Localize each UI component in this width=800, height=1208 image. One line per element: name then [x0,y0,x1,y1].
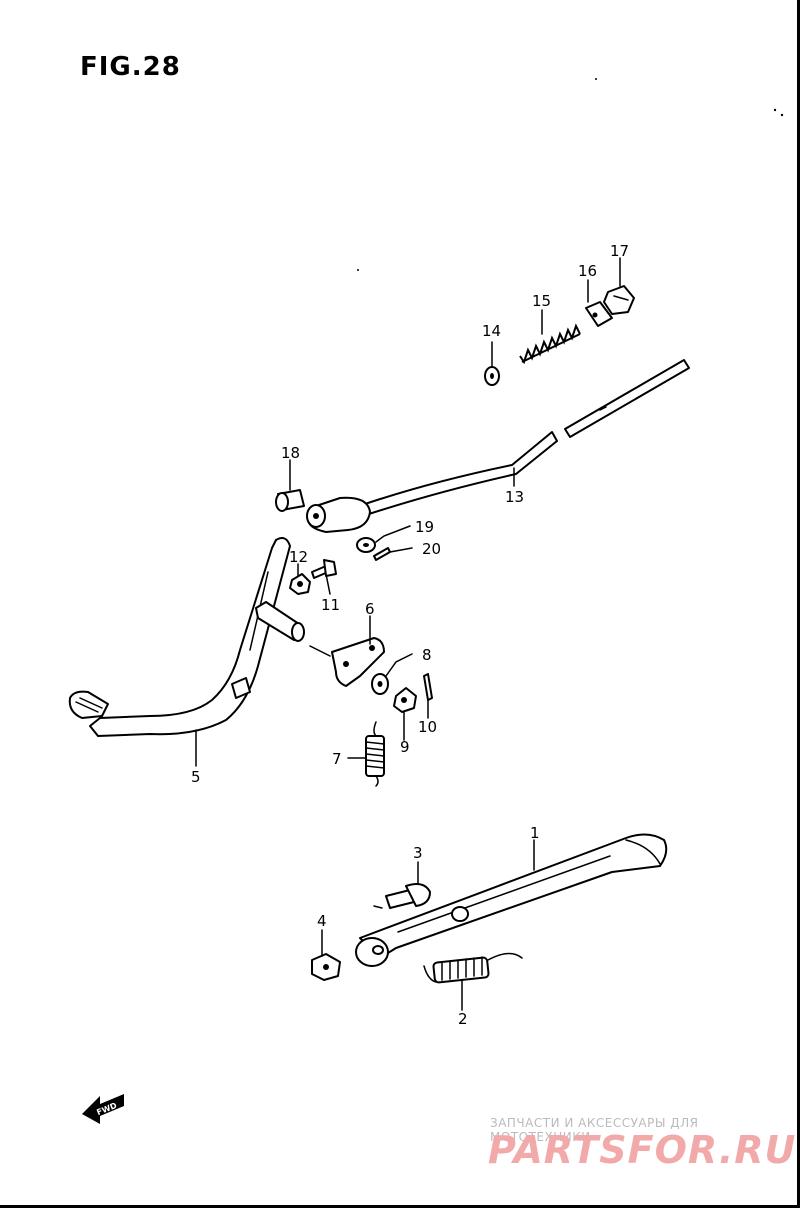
callout-5: 5 [191,768,201,786]
spring-part-7 [365,721,385,787]
frame-border-right [797,0,800,1208]
callout-7: 7 [332,750,342,768]
bolt-part-3 [385,883,431,909]
callout-labels: 1 2 3 4 5 6 7 8 9 10 11 12 13 14 15 16 1… [191,242,629,1028]
leader-lines [195,257,621,1011]
callout-3: 3 [413,844,423,862]
callout-10: 10 [418,718,437,736]
nut-part-4 [311,953,341,981]
bolt-part-11 [311,559,337,579]
cotter-pin-part-20 [373,547,391,561]
washer-part-8 [371,673,389,695]
cotter-pin-part-10 [423,673,433,701]
nut-part-16 [585,301,613,327]
callout-20: 20 [422,540,441,558]
brake-pedal-part-5 [68,537,305,737]
washer-part-14 [484,366,500,386]
callout-8: 8 [422,646,432,664]
figure-title: FIG.28 [80,52,181,82]
nut-part-9 [393,687,417,713]
callout-16: 16 [578,262,597,280]
specks [357,78,784,271]
side-stand-part-1 [355,833,668,967]
callout-18: 18 [281,444,300,462]
watermark-logo: PARTSFOR.RU [488,1128,797,1172]
callout-17: 17 [610,242,629,260]
callout-12: 12 [289,548,308,566]
brake-rod-part-13 [306,359,690,533]
nut-part-12 [289,573,311,595]
callout-15: 15 [532,292,551,310]
callout-1: 1 [530,824,540,842]
nut-part-17 [603,285,635,315]
fwd-arrow-icon: FWD [82,1094,124,1124]
washer-part-19 [356,537,376,553]
callout-14: 14 [482,322,501,340]
spring-part-15 [519,323,581,365]
frame-border-bottom [0,1205,800,1208]
callout-13: 13 [505,488,524,506]
watermark-tagline: ЗАПЧАСТИ И АКСЕССУАРЫ ДЛЯ МОТОТЕХНИКИ [490,1116,699,1144]
callout-4: 4 [317,912,327,930]
pin-part-18 [275,489,305,512]
callout-9: 9 [400,738,410,756]
callout-11: 11 [321,596,340,614]
spring-part-2 [423,952,523,984]
plate-part-6 [309,637,385,687]
callout-19: 19 [415,518,434,536]
callout-6: 6 [365,600,375,618]
callout-2: 2 [458,1010,468,1028]
